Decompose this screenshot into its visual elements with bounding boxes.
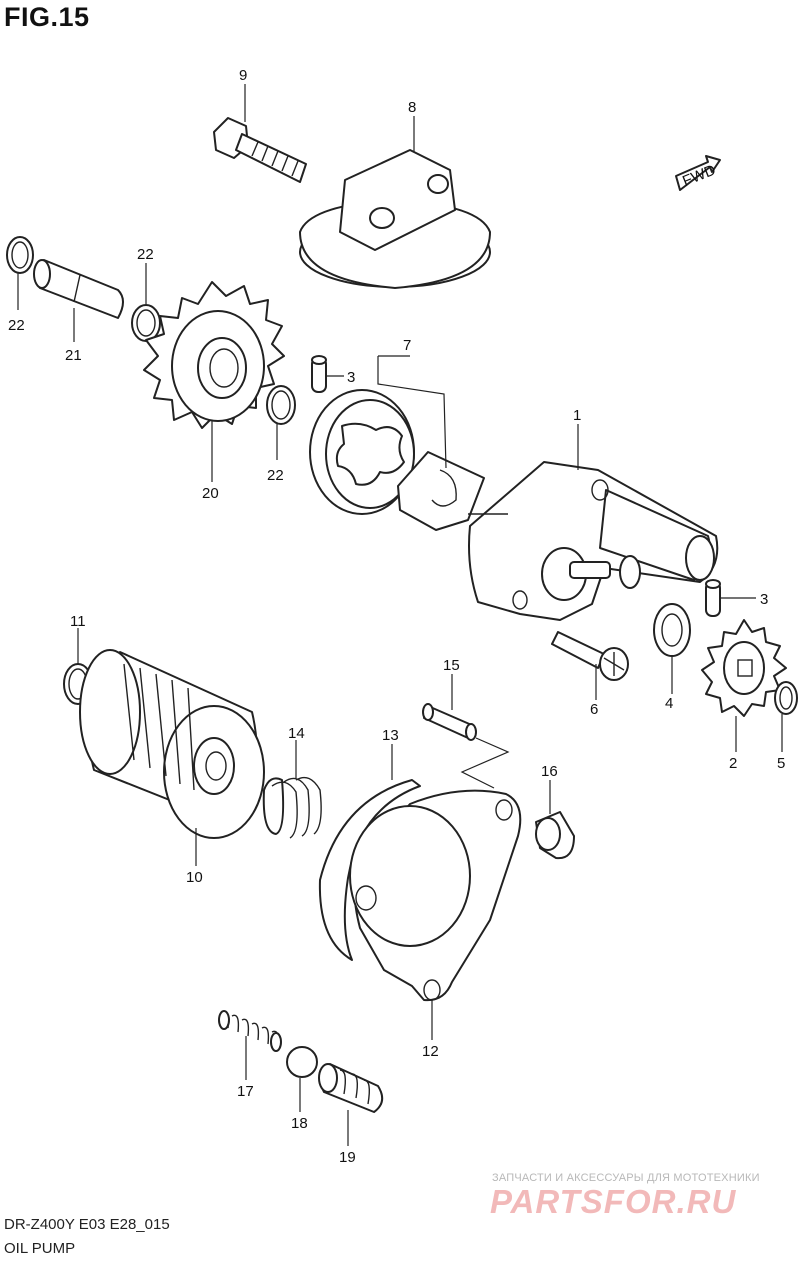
callout-20: 20 (202, 485, 219, 502)
part-7-rotor-set (309, 355, 485, 531)
callout-16: 16 (541, 763, 558, 780)
callout-3-a: 3 (347, 369, 355, 386)
callout-14: 14 (288, 725, 305, 742)
part-4-washer (653, 603, 691, 657)
part-12-filter-cover (349, 789, 522, 1002)
part-9-bolt (213, 117, 307, 183)
part-22-circlip-b (131, 304, 161, 342)
callout-11: 11 (70, 613, 86, 630)
callout-22-c: 22 (267, 467, 284, 484)
part-14-spring (262, 776, 322, 839)
part-20-driven-gear (143, 281, 285, 429)
callout-17: 17 (237, 1083, 254, 1100)
fwd-label: FWD (680, 161, 718, 190)
part-21-shaft (33, 259, 124, 319)
part-8-oil-strainer (299, 149, 491, 289)
callout-3-b: 3 (760, 591, 768, 608)
callout-7: 7 (403, 337, 411, 354)
fwd-arrow-icon: FWD (675, 155, 721, 191)
callout-13: 13 (382, 727, 399, 744)
callout-18: 18 (291, 1115, 308, 1132)
part-10-oil-filter (79, 649, 265, 839)
part-19-plug (318, 1063, 384, 1113)
model-code: DR-Z400Y E03 E28_015 (4, 1216, 170, 1233)
callout-10: 10 (186, 869, 203, 886)
part-3-dowel-pin-a (311, 355, 327, 393)
part-6-screw (551, 631, 629, 681)
callout-22-a: 22 (8, 317, 25, 334)
part-15-dowel (422, 703, 477, 741)
part-3-dowel-pin-b (705, 579, 721, 617)
callout-22-b: 22 (137, 246, 154, 263)
callout-19: 19 (339, 1149, 356, 1166)
part-17-spring (218, 1010, 282, 1052)
group-name: OIL PUMP (4, 1240, 76, 1257)
watermark-brand: PARTSFOR.RU (490, 1183, 737, 1220)
callout-12: 12 (422, 1043, 439, 1060)
part-2-drive-gear (701, 619, 787, 717)
part-22-circlip-a (6, 236, 34, 274)
callout-6: 6 (590, 701, 598, 718)
callout-4: 4 (665, 695, 673, 712)
part-16-cap-nut (535, 811, 575, 860)
callout-labels: 9 8 22 22 21 7 3 1 22 20 3 11 15 4 6 14 … (8, 67, 785, 1166)
part-1-pump-body (468, 461, 719, 621)
watermark-tagline: ЗАПЧАСТИ И АКСЕССУАРЫ ДЛЯ МОТОТЕХНИКИ (492, 1172, 760, 1184)
part-18-ball (286, 1046, 318, 1078)
callout-9: 9 (239, 67, 247, 84)
callout-2: 2 (729, 755, 737, 772)
callout-21: 21 (65, 347, 82, 364)
part-22-circlip-c (266, 385, 296, 425)
callout-8: 8 (408, 99, 416, 116)
part-5-circlip (774, 681, 798, 715)
callout-5: 5 (777, 755, 785, 772)
leader-lines (17, 84, 783, 1146)
figure-title: FIG.15 (4, 2, 90, 32)
callout-1: 1 (573, 407, 581, 424)
callout-15: 15 (443, 657, 460, 674)
